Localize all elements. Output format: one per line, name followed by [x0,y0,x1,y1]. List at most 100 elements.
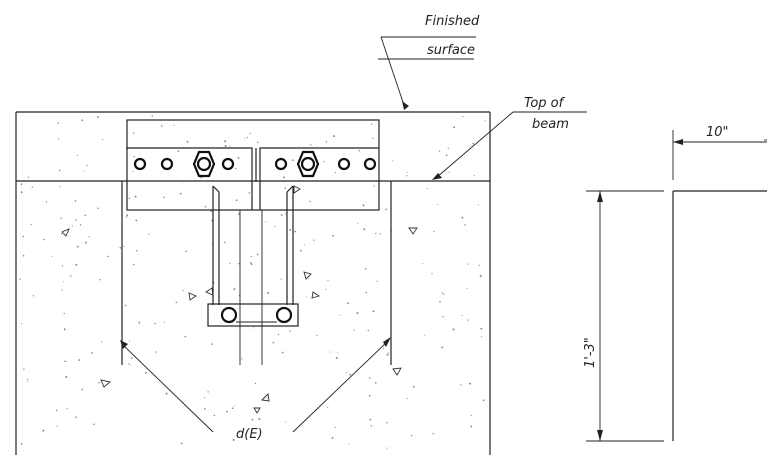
speckle-dot [71,225,74,227]
speckle-dot [55,409,58,412]
speckle-dot [56,425,58,427]
concrete-speckle [19,115,486,449]
rebar-lines [121,181,392,365]
speckle-dot [386,353,389,356]
speckle-dot [447,147,449,150]
speckle-dot [30,223,32,226]
speckle-dot [107,255,109,258]
bolt-hole [133,157,147,171]
speckle-dot [323,160,325,163]
speckle-dot [370,424,373,427]
speckle-dot [63,360,65,363]
speckle-dot [382,347,385,349]
finished-label-1: Finished [425,14,480,29]
speckle-dot [51,255,53,257]
speckle-dot [335,357,338,359]
speckle-dot [250,255,252,258]
speckle-dot [385,208,388,211]
speckle-dot [63,312,65,315]
speckle-dot [139,322,141,325]
speckle-dot [365,291,368,294]
speckle-dot [369,377,371,379]
speckle-dot [470,425,473,428]
speckle-dot [387,352,389,354]
aggregate-mark [408,227,418,235]
speckle-dot [91,352,93,354]
speckle-dot [182,290,184,292]
finished-surface-callout: Finished surface [378,14,480,110]
speckle-dot [62,281,64,283]
speckle-dot [98,381,100,384]
speckle-dot [123,246,125,248]
speckle-dot [77,154,79,156]
speckle-dot [75,219,77,221]
speckle-dot [325,288,327,290]
speckle-dot [86,164,88,166]
speckle-dot [84,214,87,217]
aggregate-mark [253,407,261,414]
speckle-dot [186,140,189,143]
speckle-dot [346,302,349,305]
speckle-dot [211,343,213,345]
speckle-dot [370,123,373,125]
concrete-section [15,111,491,455]
speckle-dot [356,312,359,315]
speckle-dot [232,439,235,441]
speckle-dot [337,352,339,354]
speckle-dot [373,185,375,187]
speckle-dot [136,249,138,252]
bar-hole [275,306,293,324]
speckle-dot [467,319,469,321]
speckle-dot [462,115,464,118]
speckle-dot [96,116,99,118]
speckle-dot [235,199,238,202]
speckle-dot [231,407,234,409]
speckle-dot [461,216,464,219]
speckle-dot [63,328,66,331]
speckle-dot [127,363,130,365]
speckle-dot [327,406,329,408]
speckle-dot [481,336,483,338]
speckle-dot [126,214,129,217]
bolt-hole [274,157,288,171]
speckle-dot [20,442,23,445]
speckle-dot [75,263,78,266]
speckle-dot [60,217,62,220]
speckle-dot [213,414,216,417]
aggregate-mark [188,292,197,301]
speckle-dot [369,418,372,421]
speckle-dot [66,408,68,410]
top-label-1: Top of [524,96,566,111]
speckle-dot [173,124,175,126]
speckle-dot [57,122,59,124]
speckle-dot [363,228,366,231]
speckle-dot [441,346,444,349]
aggregate-mark [100,379,111,388]
speckle-dot [23,368,25,371]
speckle-dot [132,263,135,266]
speckle-dot [58,138,60,140]
aggregate-mark [392,367,402,376]
speckle-dot [131,357,133,359]
speckle-dot [257,141,259,144]
speckle-dot [406,175,408,177]
top-of-beam-callout: Top of beam [432,96,587,180]
u-bar-anchor [207,185,299,327]
speckle-dot [349,373,352,376]
speckle-dot [274,226,276,228]
speckle-dot [224,140,227,143]
speckle-dot [184,335,187,338]
speckle-dot [154,322,156,325]
speckle-dot [265,220,267,223]
speckle-dot [70,275,72,277]
bar-hole [220,306,238,324]
speckle-dot [448,171,450,173]
speckle-dot [467,263,469,265]
aggregate-mark [205,287,214,296]
speckle-dot [442,316,444,318]
speckle-dot [238,431,240,433]
speckle-dot [88,236,90,238]
speckle-dot [128,197,130,200]
speckle-dot [200,176,203,179]
speckle-dot [155,351,157,353]
